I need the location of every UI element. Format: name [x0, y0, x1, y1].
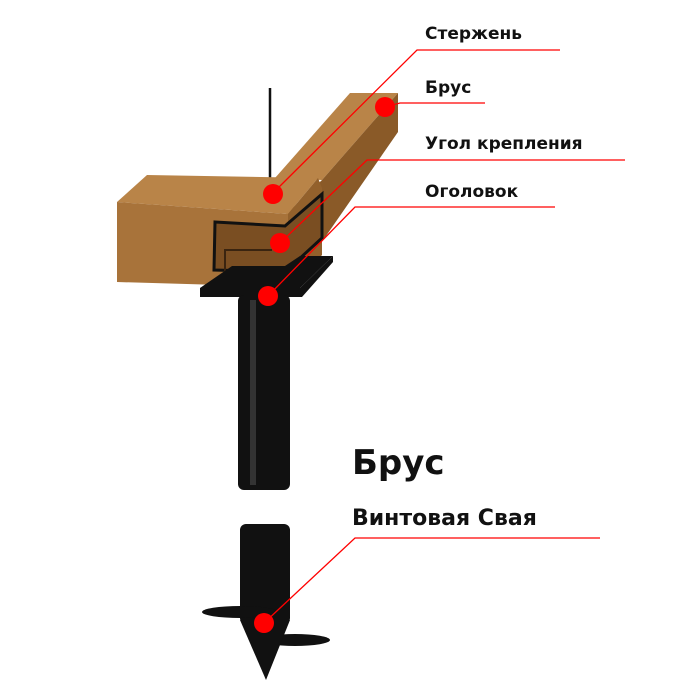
marker-rod: [263, 184, 283, 204]
label-beam: Брус: [425, 78, 472, 98]
label-rod: Стержень: [425, 24, 522, 44]
right-beam-top: [275, 93, 398, 180]
label-cap: Оголовок: [425, 182, 519, 202]
markers: [254, 97, 395, 633]
marker-beam: [375, 97, 395, 117]
corner-bracket: [212, 190, 324, 274]
pile-lower: [240, 524, 290, 624]
marker-corner: [270, 233, 290, 253]
pile-tip: [240, 620, 290, 680]
marker-cap: [258, 286, 278, 306]
caption-title: Брус: [352, 443, 445, 483]
caption-subtitle: Винтовая Свая: [352, 506, 537, 531]
left-beam-top: [117, 175, 318, 214]
label-corner: Угол крепления: [425, 134, 583, 154]
marker-screw-pile: [254, 613, 274, 633]
pile-highlight: [250, 300, 256, 485]
pile-upper: [238, 295, 290, 490]
